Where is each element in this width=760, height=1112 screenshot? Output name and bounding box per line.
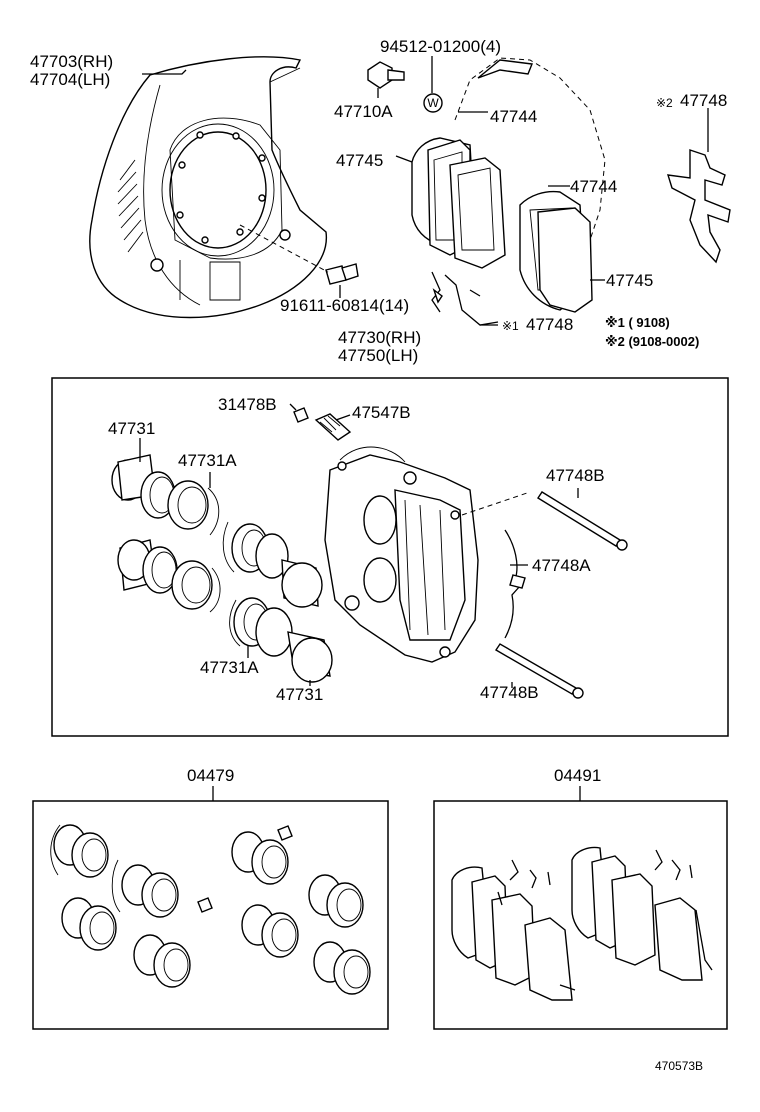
seal-set-3 [142,546,221,613]
w-mark: W [423,93,443,113]
label-clip-right-mark: ※2 [656,96,673,110]
label-pad-top: 47744 [490,107,537,126]
label-bleeder-cap: 31478B [218,395,277,414]
leader-lines [139,56,709,801]
part-labels: 47703(RH) 47704(LH) 94512-01200(4) 47710… [30,37,727,1073]
label-clip-right: 47748 [680,91,727,110]
seal-set-1 [140,471,220,536]
seal-kit-contents [50,824,371,995]
caliper-assembly-box [51,377,729,737]
label-pin-lower: 47748B [480,683,539,702]
piston-middle-left [117,539,157,591]
label-caliper-lh: 47750(LH) [338,346,418,365]
caliper-body [324,446,479,663]
label-shim-right: 47745 [606,271,653,290]
shield-holes [176,131,266,244]
label-seal-upper: 47731A [178,451,237,470]
seal-set-4 [229,597,293,657]
pad-pin-lower [495,643,584,699]
label-piston-lower: 47731 [276,685,323,704]
label-kit-seals: 04479 [187,766,234,785]
anti-rattle-spring [504,529,526,639]
label-bleeder-plug: 47547B [352,403,411,422]
label-seal-lower: 47731A [200,658,259,677]
label-clip-left: 47748 [526,315,573,334]
label-piston-upper: 47731 [108,419,155,438]
label-caliper-rh: 47730(RH) [338,328,421,347]
note-2: ※2 (9108‐0002) [605,334,699,349]
label-spring: 47748A [532,556,591,575]
label-bolt-top: 94512-01200(4) [380,37,501,56]
seal-kit-box [32,800,389,1030]
shield-vents [117,159,144,253]
label-shim-inner: 47745 [336,151,383,170]
piston-center [281,559,323,608]
pad-clip-right [667,149,731,264]
label-pin-upper: 47748B [546,466,605,485]
note-1: ※1 ( 9108) [605,315,670,330]
pad-pin-upper [537,491,628,551]
inner-pad-2 [449,157,506,269]
bleeder-cap [293,407,309,423]
label-bolt-shield: 91611-60814(14) [280,296,409,315]
label-pad-right: 47744 [570,177,617,196]
pad-kit-contents [451,846,713,1001]
bleeder-plug [314,413,352,441]
label-clip-left-mark: ※1 [502,319,519,333]
dust-shield [89,56,327,319]
caliper-mounting-bolt [367,61,405,89]
label-shield-lh: 47704(LH) [30,70,110,89]
w-mark-text: W [427,96,439,110]
outer-shim [537,207,593,313]
label-bolt-caliper: 47710A [334,102,393,121]
seal-set-2 [222,521,289,579]
label-shield-rh: 47703(RH) [30,52,113,71]
label-kit-pads: 04491 [554,766,601,785]
label-ref-code: 470573B [655,1059,703,1073]
shield-bolt [325,263,359,285]
pad-clip-left [431,271,499,326]
piston-lower [287,631,333,683]
